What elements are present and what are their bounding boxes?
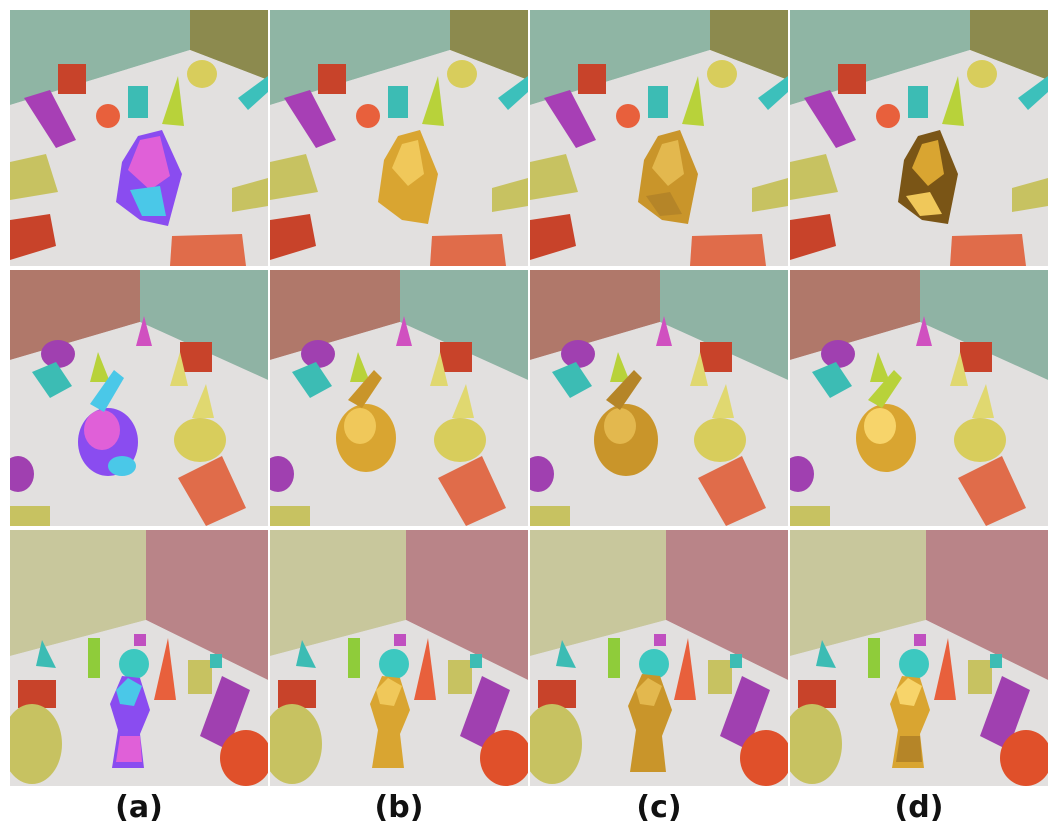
gold-object <box>378 130 438 224</box>
scene-knight-gold-sharp <box>790 530 1048 786</box>
scene-knight-gold-smooth <box>270 530 528 786</box>
tile-r3-c <box>530 530 788 786</box>
scene-thinker-gold-noisy <box>530 10 788 266</box>
column-label-a: (a) <box>115 790 163 825</box>
scene-knight-gold-noisy <box>530 530 788 786</box>
tile-r3-d <box>790 530 1048 786</box>
gold-object <box>890 676 930 768</box>
normal-map-object <box>110 676 150 768</box>
gold-object <box>638 130 698 224</box>
tile-r1-a <box>10 10 268 266</box>
scene-bunny-gold-noisy <box>530 270 788 526</box>
tile-r2-a <box>10 270 268 526</box>
tile-r1-b <box>270 10 528 266</box>
tile-r2-b <box>270 270 528 526</box>
gold-object <box>856 370 916 472</box>
scene-knight-normal-map <box>10 530 268 786</box>
gold-object <box>336 370 396 472</box>
scene-thinker-gold-sharp <box>790 10 1048 266</box>
scene-bunny-gold-smooth <box>270 270 528 526</box>
gold-object <box>628 674 672 772</box>
column-labels: (a) (b) (c) (d) <box>0 790 1061 834</box>
normal-map-object <box>78 370 138 476</box>
column-label-b: (b) <box>374 790 424 825</box>
scene-thinker-gold-smooth <box>270 10 528 266</box>
tile-r1-c <box>530 10 788 266</box>
tile-r2-d <box>790 270 1048 526</box>
gold-object <box>594 370 658 476</box>
column-label-c: (c) <box>636 790 682 825</box>
normal-map-object <box>116 130 182 226</box>
tile-r2-c <box>530 270 788 526</box>
column-label-d: (d) <box>894 790 944 825</box>
tile-r1-d <box>790 10 1048 266</box>
gold-object <box>898 130 958 224</box>
gold-object <box>370 676 410 768</box>
tile-r3-b <box>270 530 528 786</box>
scene-thinker-normal-map <box>10 10 268 266</box>
tile-r3-a <box>10 530 268 786</box>
scene-bunny-gold-sharp <box>790 270 1048 526</box>
scene-bunny-normal-map <box>10 270 268 526</box>
